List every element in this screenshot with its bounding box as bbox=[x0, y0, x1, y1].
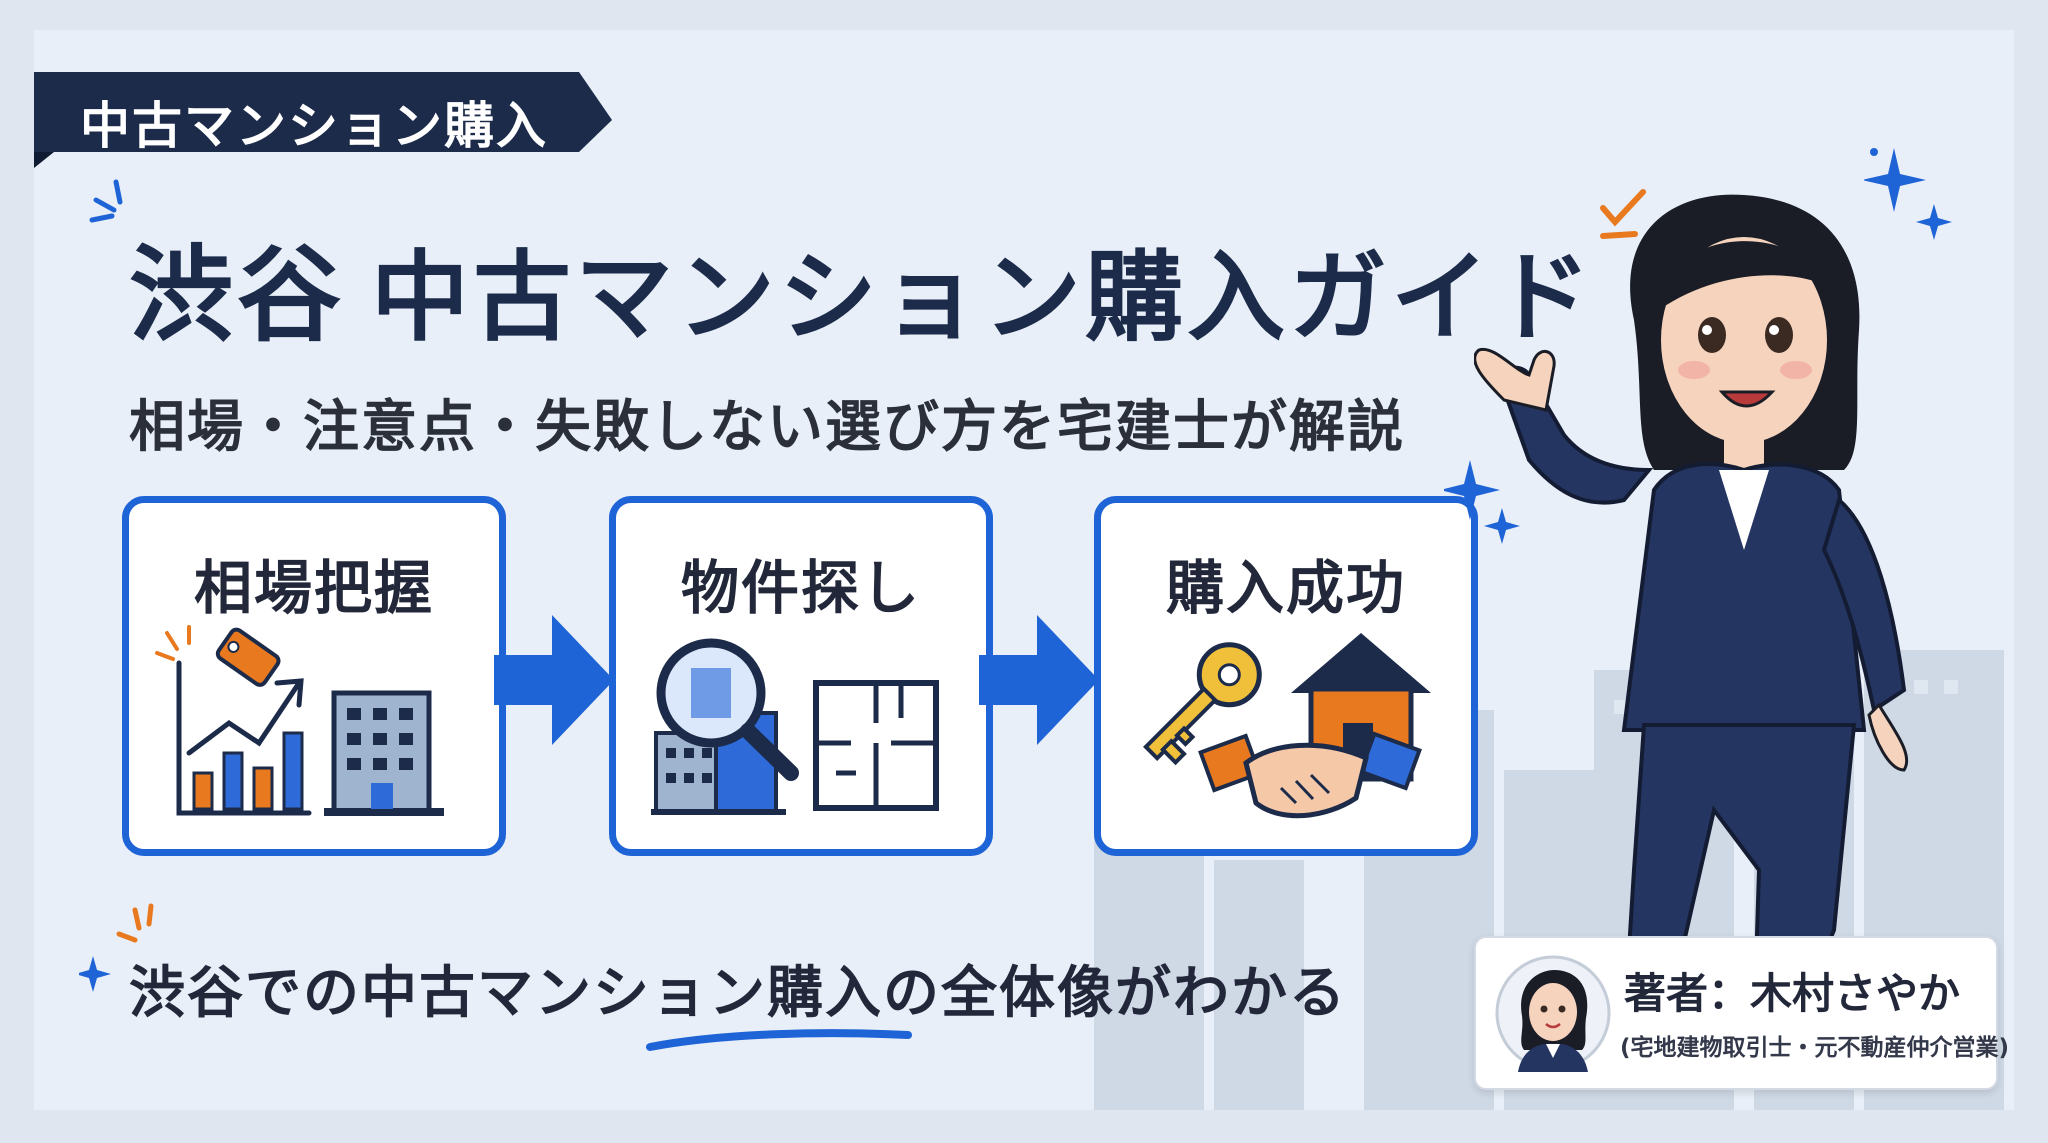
step-card-success: 購入成功 bbox=[1094, 496, 1478, 856]
author-name: 著者：木村さやか bbox=[1624, 969, 1961, 1018]
step-card-market: 相場把握 bbox=[122, 496, 506, 856]
market-chart-building-icon bbox=[155, 625, 444, 816]
step-label: 相場把握 bbox=[193, 554, 434, 622]
sparkle-icon bbox=[1444, 460, 1520, 544]
title-main: 中古マンション購入ガイド bbox=[371, 241, 1596, 355]
category-ribbon bbox=[34, 72, 612, 168]
bottom-caption: 渋谷での中古マンション購入の全体像がわかる bbox=[129, 961, 1347, 1026]
sparkle-lines-icon bbox=[79, 903, 154, 992]
step-card-search: 物件探し bbox=[609, 496, 993, 856]
magnifier-floorplan-icon bbox=[651, 638, 939, 815]
sparkle-lines-icon bbox=[89, 179, 123, 223]
title-place: 渋谷 bbox=[129, 234, 346, 356]
brush-underline bbox=[646, 1029, 912, 1051]
banner-panel: 中古マンション購入 渋谷中古マンション購入ガイド 相場・注意点・失敗しない選び方… bbox=[34, 30, 2014, 1110]
sparkle-icon bbox=[1864, 148, 1952, 240]
page-subtitle: 相場・注意点・失敗しない選び方を宅建士が解説 bbox=[129, 395, 1405, 460]
category-ribbon-label: 中古マンション購入 bbox=[80, 97, 548, 155]
step-label: 物件探し bbox=[680, 554, 921, 622]
check-mark-icon bbox=[1600, 189, 1646, 239]
page-title: 渋谷中古マンション購入ガイド bbox=[129, 210, 1595, 361]
arrow-right-icon bbox=[494, 615, 614, 745]
author-credentials: (宅地建物取引士・元不動産仲介営業) bbox=[1620, 1035, 2010, 1061]
author-card: 著者：木村さやか (宅地建物取引士・元不動産仲介営業) bbox=[1474, 936, 2009, 1090]
arrow-right-icon bbox=[979, 615, 1099, 745]
author-avatar bbox=[1495, 955, 1611, 1072]
key-handshake-house-icon bbox=[1143, 633, 1431, 819]
step-label: 購入成功 bbox=[1165, 554, 1406, 622]
